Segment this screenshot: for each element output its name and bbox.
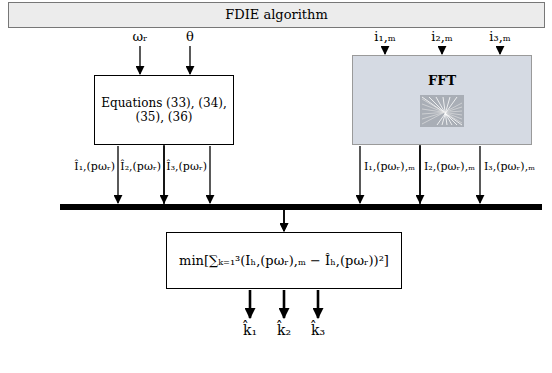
signal-name: Î₃,(pωᵣ) xyxy=(166,160,207,173)
title-band: FDIE algorithm xyxy=(8,2,545,28)
output-estimate: k̂₂ xyxy=(277,322,291,339)
signal-name: Î₂,(pωᵣ) xyxy=(120,160,161,173)
input-arrow xyxy=(384,46,385,54)
input-signal: θ xyxy=(186,29,194,45)
connector xyxy=(164,145,284,231)
node-label: min[∑ₖ₌₁³(Iₕ,(pωᵣ),ₘ − Îₕ,(pωᵣ))²] xyxy=(173,253,395,269)
input-signal: ωᵣ xyxy=(132,29,147,45)
signal-name: I₂,(pωᵣ),ₘ xyxy=(424,160,475,173)
input-arrow xyxy=(441,46,442,54)
signal-name: Î₁,(pωᵣ) xyxy=(74,160,115,173)
icon-stroke xyxy=(422,109,462,115)
output-arrow xyxy=(249,290,252,318)
icon-ground xyxy=(420,95,464,127)
input-arrow xyxy=(139,46,140,74)
icon-stroke xyxy=(422,107,462,119)
input-arrow xyxy=(499,46,500,54)
icon-stroke xyxy=(429,97,457,125)
output-arrow xyxy=(317,290,320,318)
icon-stroke xyxy=(422,103,462,124)
node-label: FFT xyxy=(422,73,462,89)
input-signal: i₂,ₘ xyxy=(431,29,452,45)
node-label: Equations (33), (34), (35), (36) xyxy=(95,96,233,125)
output-estimate: k̂₃ xyxy=(311,322,325,339)
signal-arrow xyxy=(479,146,480,203)
input-arrow xyxy=(189,46,190,74)
process-box: Equations (33), (34), (35), (36) xyxy=(94,75,234,145)
signal-name: I₁,(pωᵣ),ₘ xyxy=(364,160,415,173)
connector xyxy=(284,145,420,231)
input-signal: i₃,ₘ xyxy=(489,29,510,45)
output-estimate: k̂₁ xyxy=(243,322,257,339)
output-arrow xyxy=(283,290,286,318)
signal-arrow xyxy=(209,146,210,203)
signal-arrow xyxy=(117,146,118,203)
icon-stroke xyxy=(422,97,462,125)
fft-icon xyxy=(420,95,464,127)
fft-block: FFT xyxy=(352,55,532,145)
objective-box: min[∑ₖ₌₁³(Iₕ,(pωᵣ),ₘ − Îₕ,(pωᵣ))²] xyxy=(166,232,402,289)
signal-arrow xyxy=(359,146,360,203)
icon-stroke xyxy=(422,99,462,123)
input-signal: i₁,ₘ xyxy=(374,29,395,45)
node-label: FDIE algorithm xyxy=(219,7,334,23)
signal-name: I₃,(pωᵣ),ₘ xyxy=(484,160,535,173)
